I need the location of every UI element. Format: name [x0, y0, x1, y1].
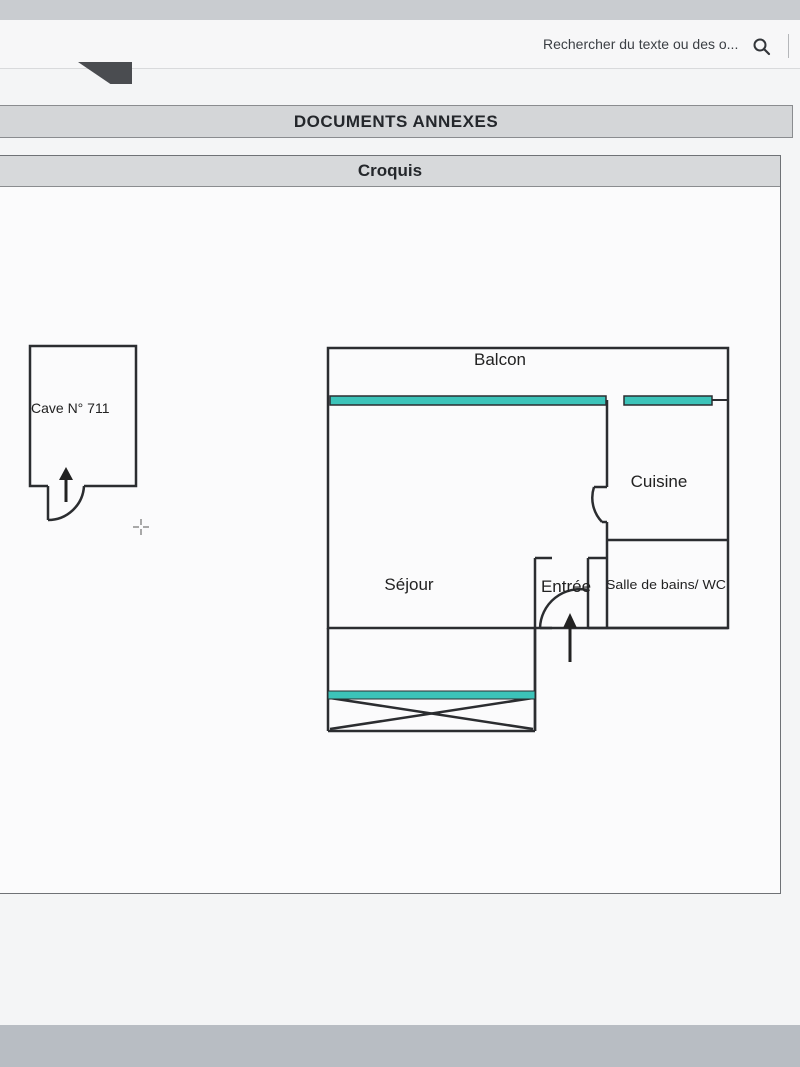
- search-icon[interactable]: [752, 37, 772, 57]
- label-balcon: Balcon: [474, 350, 526, 369]
- sketch-frame: Croquis: [0, 155, 781, 894]
- label-entree: Entrée: [541, 577, 591, 596]
- search-input[interactable]: Rechercher du texte ou des o...: [543, 36, 739, 52]
- label-cave: Cave N° 711: [31, 400, 110, 416]
- label-cuisine: Cuisine: [631, 472, 688, 491]
- label-sejour: Séjour: [384, 575, 433, 594]
- apartment-walls: [326, 346, 730, 733]
- entree-door-swing: [538, 587, 589, 629]
- cave-entry-arrow-icon: [59, 467, 73, 502]
- taskbar-edge: [0, 1025, 800, 1067]
- window-cuisine: [623, 395, 713, 406]
- section-header: DOCUMENTS ANNEXES: [0, 105, 793, 138]
- browser-top-bar: [0, 0, 800, 20]
- cave-room: [28, 344, 138, 522]
- search-bar[interactable]: [0, 20, 800, 69]
- label-salle-de-bains: Salle de bains/ WC: [606, 577, 726, 592]
- toolbar-divider: [788, 34, 789, 58]
- windows: [327, 395, 728, 700]
- kitchen-door-swing: [591, 486, 603, 523]
- window-balcony-bottom: [327, 690, 536, 700]
- entree-entry-arrow-icon: [563, 613, 577, 662]
- crosshair-cursor-icon: [133, 519, 149, 535]
- sketch-title: Croquis: [0, 156, 780, 187]
- window-sejour: [329, 395, 607, 406]
